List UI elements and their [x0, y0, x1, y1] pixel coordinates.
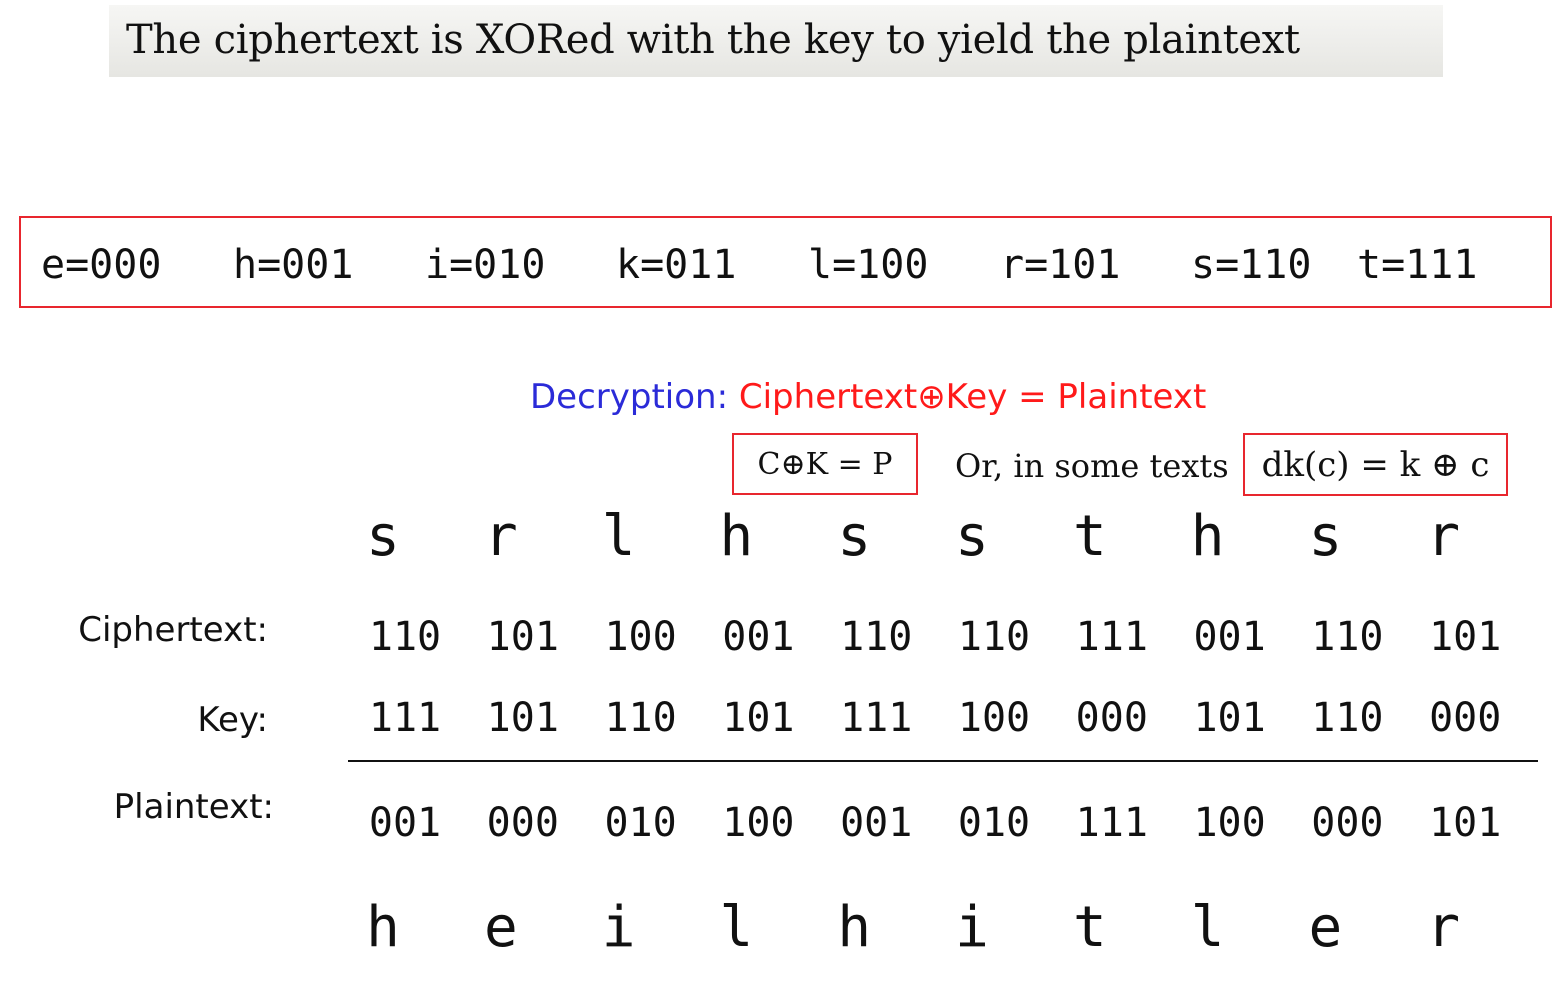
code-s: s=110: [1191, 242, 1312, 288]
ciphertext-bits: 101: [486, 614, 559, 660]
ciphertext-bits: 001: [722, 614, 795, 660]
cipher-letter: r: [483, 504, 518, 569]
plaintext-bits: 010: [604, 800, 677, 846]
ciphertext-bits: 101: [1429, 614, 1502, 660]
plaintext-label: Plaintext:: [113, 787, 274, 827]
key-bits: 101: [722, 695, 795, 741]
ciphertext-bits: 110: [1311, 614, 1384, 660]
letter-code-table: e=000 h=001 i=010 k=011 l=100 r=101 s=11…: [19, 216, 1552, 308]
cipher-letter: l: [601, 504, 636, 569]
cipher-letter: h: [719, 504, 754, 569]
formula-short-box: C⊕K = P: [732, 433, 918, 495]
ciphertext-bits: 001: [1193, 614, 1266, 660]
cipher-letter: s: [366, 504, 400, 569]
title-banner: The ciphertext is XORed with the key to …: [109, 5, 1443, 77]
plaintext-bits: 000: [486, 800, 559, 846]
slide-title: The ciphertext is XORed with the key to …: [126, 17, 1300, 63]
key-label: Key:: [197, 700, 268, 740]
plaintext-bits: 100: [1193, 800, 1266, 846]
plain-letter: e: [1308, 895, 1343, 960]
plain-letter: h: [837, 895, 872, 960]
key-bits: 111: [840, 695, 913, 741]
ciphertext-bits: 111: [1075, 614, 1148, 660]
key-bits: 101: [486, 695, 559, 741]
plaintext-bits: 001: [368, 800, 442, 846]
plaintext-bits: 010: [957, 800, 1031, 846]
decryption-label: Decryption:: [530, 377, 729, 417]
or-text: Or, in some texts: [955, 447, 1229, 485]
cipher-letter: s: [955, 504, 989, 569]
ciphertext-bits: 110: [957, 614, 1031, 660]
plaintext-bits: 001: [840, 800, 913, 846]
key-bits: 000: [1429, 695, 1502, 741]
formula-alt-box: dk(c) = k ⊕ c: [1243, 433, 1508, 496]
code-r: r=101: [1000, 242, 1121, 288]
plain-letter: l: [719, 895, 754, 960]
code-e: e=000: [41, 242, 162, 288]
key-bits: 110: [1311, 695, 1384, 741]
key-bits: 000: [1075, 695, 1148, 741]
cipher-letter: s: [837, 504, 872, 569]
ciphertext-bits: 110: [840, 614, 913, 660]
plain-letter: l: [1190, 895, 1225, 960]
plain-letter: e: [483, 895, 518, 960]
plain-letter: i: [601, 895, 636, 960]
plaintext-bits: 111: [1075, 800, 1148, 846]
ciphertext-label: Ciphertext:: [78, 610, 268, 650]
plain-letter: r: [1426, 895, 1461, 960]
plaintext-bits: 101: [1429, 800, 1502, 846]
sum-rule: [348, 760, 1538, 762]
formula-short: C⊕K = P: [757, 446, 893, 482]
code-t: t=111: [1357, 242, 1478, 288]
decryption-formula: Ciphertext⊕Key = Plaintext: [738, 377, 1207, 417]
plain-letter: t: [1072, 895, 1107, 960]
plaintext-bits: 000: [1311, 800, 1384, 846]
code-k: k=011: [616, 242, 737, 288]
cipher-letter: r: [1426, 504, 1461, 569]
ciphertext-bits: 110: [368, 614, 442, 660]
code-i: i=010: [425, 242, 546, 288]
cipher-letter: h: [1190, 504, 1225, 569]
cipher-letter: s: [1308, 504, 1343, 569]
key-bits: 100: [957, 695, 1031, 741]
key-bits: 111: [368, 695, 442, 741]
code-h: h=001: [233, 242, 354, 288]
plaintext-bits: 100: [722, 800, 795, 846]
key-bits: 101: [1193, 695, 1266, 741]
decryption-heading: Decryption: Ciphertext⊕Key = Plaintext: [530, 377, 1206, 417]
code-l: l=100: [808, 242, 929, 288]
plain-letter: i: [955, 895, 989, 960]
key-bits: 110: [604, 695, 677, 741]
formula-alt: dk(c) = k ⊕ c: [1261, 444, 1490, 485]
ciphertext-bits: 100: [604, 614, 677, 660]
cipher-letter: t: [1072, 504, 1107, 569]
plain-letter: h: [366, 895, 400, 960]
